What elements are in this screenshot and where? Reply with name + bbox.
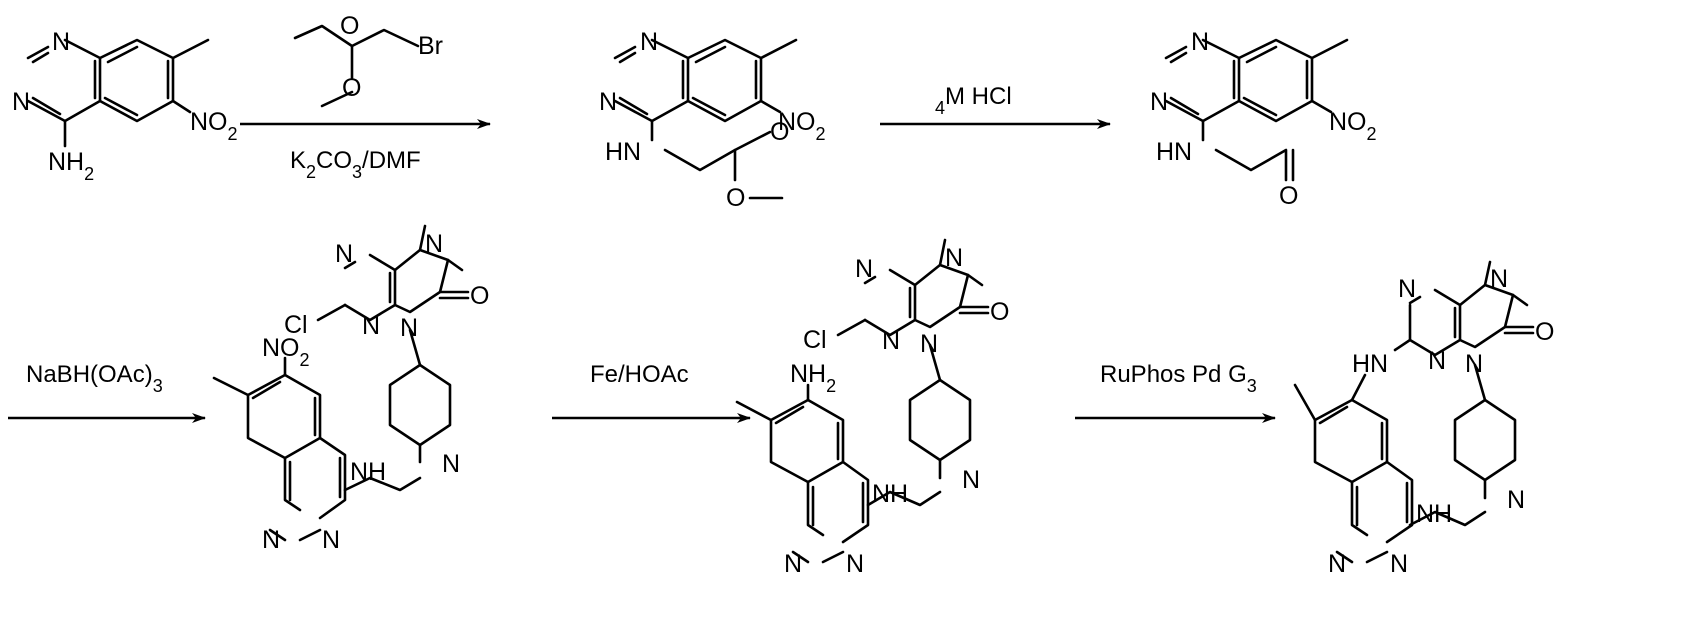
atom-n3: N	[12, 88, 30, 116]
atom-n: N	[855, 255, 873, 283]
carbonyl-oxygen: O	[990, 298, 1009, 326]
reagent-step3-conditions: NaBH(OAc)3	[26, 361, 163, 396]
molecule-nitro-purinone-adduct: N Cl N N O N N NO2 NH N N	[214, 226, 489, 554]
reagent-step4-conditions: Fe/HOAc	[590, 361, 689, 388]
reagent-bromoacetaldehyde-dimethylacetal: O O Br	[295, 12, 443, 106]
carbonyl-oxygen: O	[1535, 318, 1554, 346]
atom-n1: N	[1191, 28, 1209, 56]
atom-n: N	[335, 240, 353, 268]
amine-nh-label: HN	[605, 138, 641, 166]
atom-n3: N	[599, 88, 617, 116]
molecule-amino-purinone-adduct: N Cl N N O N N NH2 NH N N	[737, 240, 1009, 578]
atom-n: N	[1465, 350, 1483, 378]
atom-n: N	[846, 550, 864, 578]
molecule-macrocycle-product: N HN N N O N N NH N N	[1295, 262, 1554, 578]
molecule-aldehyde-intermediate: N N NO2 HN O	[1150, 28, 1377, 210]
piperidine-n: N	[442, 450, 460, 478]
atom-n-methyl: N	[945, 244, 963, 272]
atom-n1: N	[52, 28, 70, 56]
piperidine-n: N	[962, 466, 980, 494]
atom-n: N	[920, 330, 938, 358]
reagent-step2-conditions: 4M HCl	[935, 83, 1012, 118]
atom-o: O	[726, 184, 745, 212]
atom-n: N	[1390, 550, 1408, 578]
atom-n-methyl: N	[1490, 265, 1508, 293]
atom-n3: N	[1150, 88, 1168, 116]
atom-n: N	[882, 327, 900, 355]
atom-n: N	[362, 312, 380, 340]
nitro-group-label: NO2	[1329, 108, 1377, 144]
piperidine-n: N	[1507, 486, 1525, 514]
nitro-group-label: NO2	[190, 108, 238, 144]
atom-n: N	[322, 526, 340, 554]
carbonyl-oxygen: O	[470, 282, 489, 310]
amine-nh-label: NH	[872, 480, 908, 508]
aldehyde-oxygen-label: O	[1279, 182, 1298, 210]
amine-nh-label: HN	[1156, 138, 1192, 166]
atom-o: O	[340, 12, 359, 40]
bromine-label: Br	[418, 32, 443, 60]
atom-n: N	[784, 550, 802, 578]
atom-n-methyl: N	[425, 230, 443, 258]
amine-nh-label: NH	[350, 458, 386, 486]
atom-n: N	[262, 526, 280, 554]
atom-n: N	[400, 314, 418, 342]
molecule-starting-quinazoline: N N NO2 NH2	[12, 28, 238, 184]
amino-group-label: NH2	[48, 148, 94, 184]
reagent-step1-conditions: K2CO3/DMF	[290, 147, 421, 182]
atom-o: O	[342, 74, 361, 102]
atom-o: O	[770, 118, 789, 146]
atom-n: N	[1428, 347, 1446, 375]
atom-n1: N	[640, 28, 658, 56]
molecule-acetal-intermediate: N N NO2 HN O O	[599, 28, 826, 212]
aryl-amine-nh-label: HN	[1352, 350, 1388, 378]
reagent-step5-conditions: RuPhos Pd G3	[1100, 361, 1257, 396]
chloro-label: Cl	[803, 326, 827, 354]
atom-n: N	[1398, 275, 1416, 303]
amine-nh-label: NH	[1416, 500, 1452, 528]
amino-group-label: NH2	[790, 360, 836, 396]
atom-n: N	[1328, 550, 1346, 578]
